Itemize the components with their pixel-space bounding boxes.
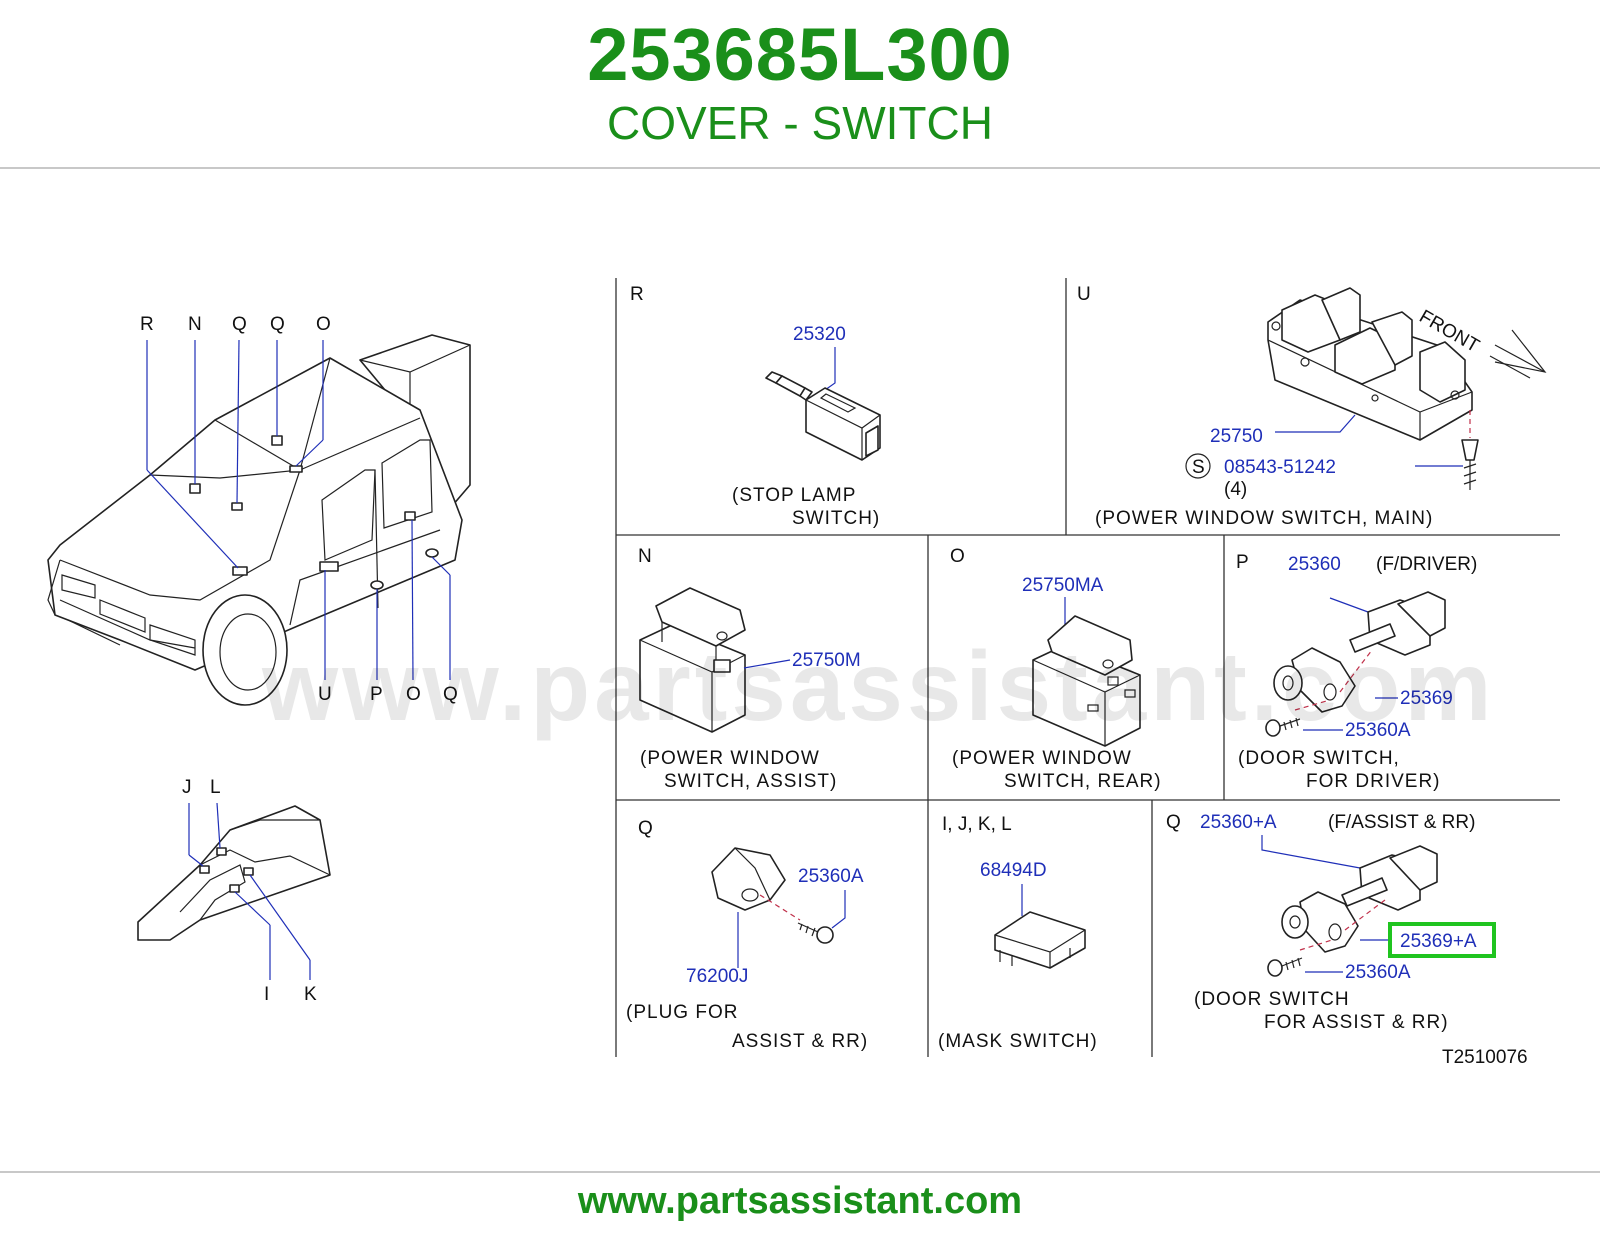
power-window-rear-switch-drawing [1032,615,1141,747]
stop-lamp-switch-drawing [765,371,881,461]
panel-r-letter: R [630,284,644,305]
door-switch-assist-drawing [1281,845,1438,953]
part-25369-plus-a-highlighted[interactable]: 25369+A [1400,931,1477,952]
part-25360[interactable]: 25360 [1288,554,1341,575]
console-letter-i: I [264,984,269,1005]
screw-quantity: (4) [1224,479,1247,500]
part-25360a-assist[interactable]: 25360A [1345,962,1411,983]
panel-q2-caption-1: (DOOR SWITCH [1194,989,1350,1010]
power-window-main-switch-drawing [1267,287,1473,441]
overview-letter-q-2: Q [270,314,285,335]
panel-o: O 25750MA (POWER WINDOW SWITCH, REAR) [950,546,1162,792]
panel-p-caption-2: FOR DRIVER) [1306,771,1441,792]
part-08543-51242[interactable]: 08543-51242 [1224,457,1336,478]
panel-q1-caption-1: (PLUG FOR [626,1002,738,1023]
part-76200j[interactable]: 76200J [686,966,748,987]
console-letter-l: L [210,777,221,798]
overview-letter-q: Q [232,314,247,335]
header-divider [0,167,1600,169]
door-switch-driver-drawing [1273,591,1446,713]
panel-o-letter: O [950,546,965,567]
plug-drawing [711,847,786,911]
part-25750[interactable]: 25750 [1210,426,1263,447]
panel-u: U FRONT 25750 S [1077,284,1547,529]
console-letter-j: J [182,777,192,798]
overview-bottom-letters: U P O Q [318,684,458,705]
panel-r-caption-2: SWITCH) [792,508,880,529]
footer-divider [0,1171,1600,1173]
panel-n-caption-1: (POWER WINDOW [640,748,820,769]
console-overview: J L I K [137,777,331,1005]
panel-n: N 25750M (POWER WINDOW SWITCH, ASSIST) [638,546,861,792]
part-25750ma[interactable]: 25750MA [1022,575,1104,596]
part-25750m[interactable]: 25750M [792,650,861,671]
mask-switch-drawing [994,911,1086,969]
assist-screw-drawing [1267,957,1303,977]
part-25360a-driver[interactable]: 25360A [1345,720,1411,741]
screw-drawing [1461,439,1479,490]
panel-grid [615,278,1560,1057]
panel-ijkl-letter: I, J, K, L [942,814,1012,835]
part-25360a-plug[interactable]: 25360A [798,866,864,887]
highlighted-part-box [1388,922,1496,958]
overview-letter-p: P [370,684,383,705]
panel-r: R 25320 (STOP LAMP SWITCH) [630,284,881,529]
part-number-title: 253685L300 [587,13,1013,96]
plug-screw-drawing [797,922,834,944]
panel-u-caption-1: (POWER WINDOW SWITCH, MAIN) [1095,508,1433,529]
overview-letter-o-2: O [406,684,421,705]
page-header: 253685L300 COVER - SWITCH [0,0,1600,168]
watermark-text: www.partsassistant.com [261,631,1496,741]
panel-ijkl: I, J, K, L 68494D (MASK SWITCH) [938,814,1098,1052]
panel-p: P 25360 (F/DRIVER) 25369 25360A (DOOR SW… [1236,552,1477,792]
panel-p-letter: P [1236,552,1249,573]
vehicle-body-drawing [47,334,471,706]
console-letter-k: K [304,984,317,1005]
panel-n-letter: N [638,546,652,567]
panel-p-caption-1: (DOOR SWITCH, [1238,748,1400,769]
panel-ijkl-caption-1: (MASK SWITCH) [938,1031,1098,1052]
panel-o-caption-2: SWITCH, REAR) [1004,771,1162,792]
part-25369[interactable]: 25369 [1400,688,1453,709]
overview-top-letters: R N Q Q O [140,314,331,335]
overview-bottom-leaders [324,519,451,681]
part-name-subtitle: COVER - SWITCH [607,97,993,149]
panel-q2-letter: Q [1166,812,1181,833]
screw-symbol-s: S [1192,457,1205,478]
panel-p-note: (F/DRIVER) [1376,554,1477,575]
vehicle-overview: R N Q Q O U P O Q [47,314,471,706]
footer-url-link[interactable]: www.partsassistant.com [577,1180,1023,1222]
overview-letter-u: U [318,684,332,705]
front-arrow-icon [1489,329,1547,379]
panel-q2-caption-2: FOR ASSIST & RR) [1264,1012,1449,1033]
panel-r-caption-1: (STOP LAMP [732,485,856,506]
overview-letter-q-3: Q [443,684,458,705]
panel-q1-letter: Q [638,818,653,839]
overview-top-leaders [146,339,324,569]
overview-letter-o: O [316,314,331,335]
driver-screw-drawing [1265,717,1301,737]
part-25360-plus-a[interactable]: 25360+A [1200,812,1277,833]
panel-q-door-switch: Q 25360+A (F/ASSIST & RR) 25369+A 25360A… [1166,812,1496,1033]
panel-o-caption-1: (POWER WINDOW [952,748,1132,769]
panel-q1-caption-2: ASSIST & RR) [732,1031,868,1052]
panel-n-caption-2: SWITCH, ASSIST) [664,771,837,792]
power-window-assist-switch-drawing [639,587,746,733]
overview-letter-r: R [140,314,154,335]
diagram-code: T2510076 [1442,1047,1528,1068]
overview-letter-n: N [188,314,202,335]
part-25320[interactable]: 25320 [793,324,846,345]
part-68494d[interactable]: 68494D [980,860,1047,881]
panel-q2-note: (F/ASSIST & RR) [1328,812,1475,833]
panel-u-letter: U [1077,284,1091,305]
panel-q-plug: Q 25360A 76200J (PLUG FOR ASSIST & RR) [626,818,868,1052]
